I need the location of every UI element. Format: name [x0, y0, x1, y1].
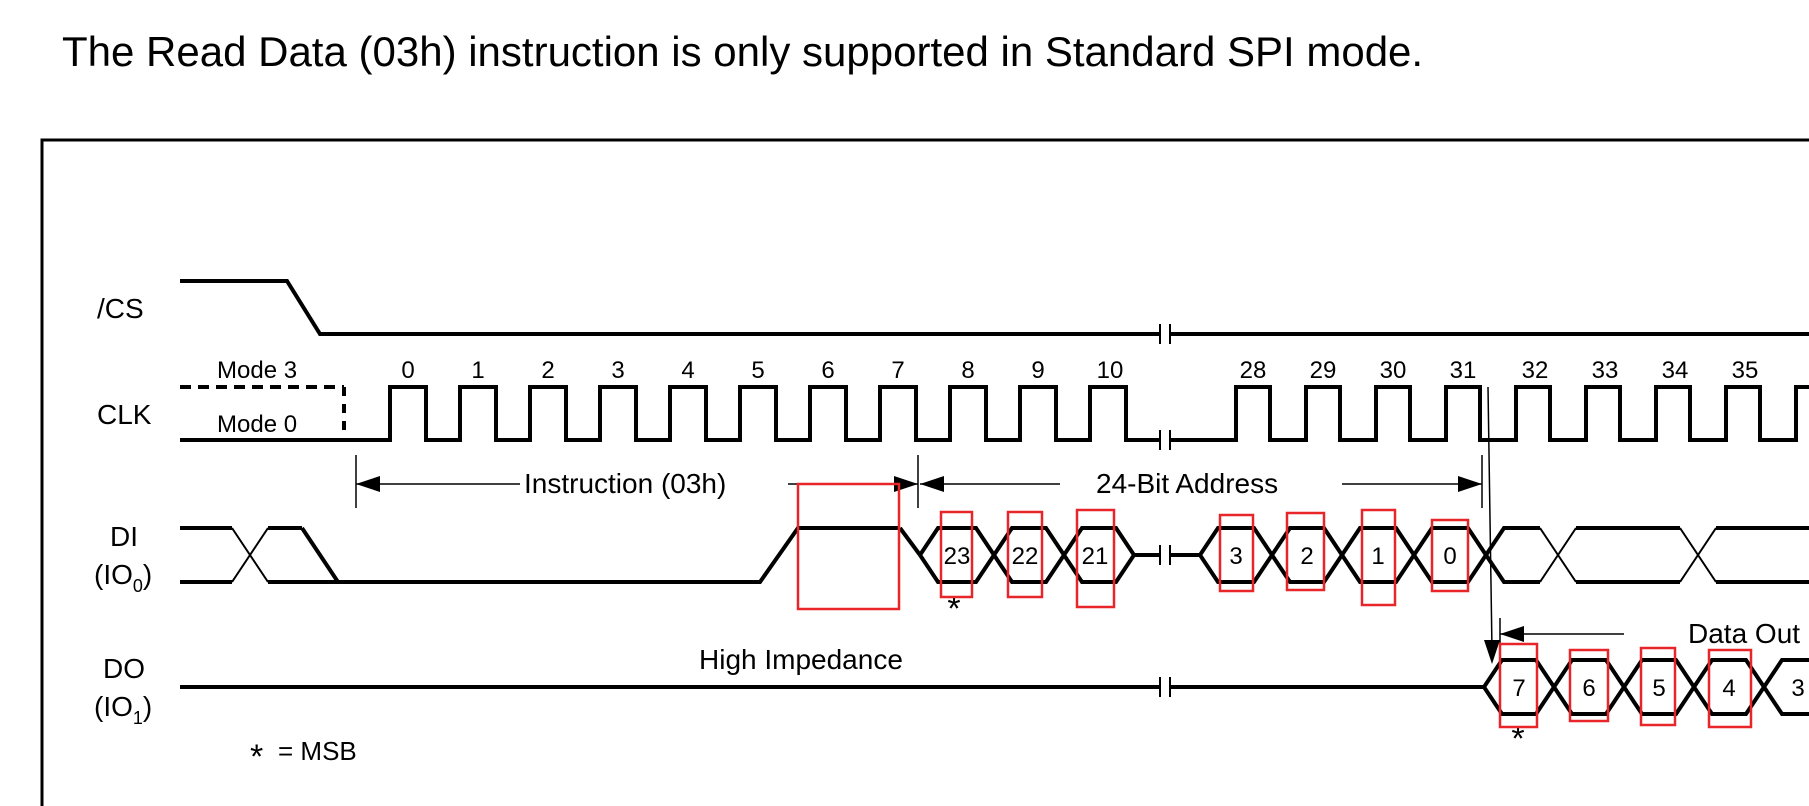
- highlight-di-0: [1430, 518, 1470, 593]
- clk-num-31: 31: [1450, 357, 1477, 384]
- di-pin-label: (IO0): [94, 559, 152, 596]
- di-waveform: [180, 526, 1809, 584]
- highlight-di-21: [1075, 508, 1116, 609]
- clk-num-0: 0: [401, 357, 414, 384]
- address-arrowhead-right: [1458, 476, 1482, 492]
- clock-cycle-labels: 0 1 2 3 4 5 6 7 8 9 10 28 29 30 31 32 33…: [401, 357, 1758, 384]
- clk-num-10: 10: [1097, 357, 1124, 384]
- address-label: 24-Bit Address: [1096, 468, 1278, 499]
- instruction-label: Instruction (03h): [524, 468, 726, 499]
- high-impedance-label: High Impedance: [699, 644, 903, 675]
- di-bit-labels: 23 22 21 3 2 1 0: [944, 543, 1457, 570]
- do-pin-label: (IO1): [94, 691, 152, 728]
- do-bit-7: 7: [1512, 675, 1525, 702]
- clk-num-28: 28: [1240, 357, 1267, 384]
- clk-num-4: 4: [681, 357, 694, 384]
- highlight-instruction-end: [796, 482, 901, 611]
- do-bit-labels: 7 6 5 4 3: [1512, 675, 1804, 702]
- do-bit-4: 4: [1722, 675, 1735, 702]
- highlight-di-3: [1218, 513, 1255, 593]
- clk-to-do-arrowhead: [1484, 640, 1500, 664]
- diagram-frame: [40, 138, 1809, 806]
- di-bit-21: 21: [1082, 543, 1109, 570]
- clk-num-35: 35: [1732, 357, 1759, 384]
- di-bit-1: 1: [1371, 543, 1384, 570]
- data-out-arrowhead: [1500, 626, 1524, 642]
- cs-label: /CS: [97, 293, 144, 324]
- clk-num-29: 29: [1310, 357, 1337, 384]
- clk-num-5: 5: [751, 357, 764, 384]
- di-msb-asterisk: *: [947, 590, 960, 628]
- msb-legend-asterisk: *: [250, 738, 263, 776]
- di-bit-3: 3: [1229, 543, 1242, 570]
- caption: The Read Data (03h) instruction is only …: [62, 28, 1424, 75]
- instruction-arrowhead-left: [356, 476, 380, 492]
- clk-num-3: 3: [611, 357, 624, 384]
- cs-waveform: [180, 279, 1160, 336]
- do-bit-6: 6: [1582, 675, 1595, 702]
- clk-num-9: 9: [1031, 357, 1044, 384]
- clk-label: CLK: [97, 399, 152, 430]
- clk-waveform-part2: [1170, 385, 1809, 442]
- do-label: DO: [103, 653, 145, 684]
- msb-legend-text: = MSB: [278, 736, 357, 766]
- highlight-di-22: [1006, 510, 1044, 599]
- do-highlight-boxes: [1498, 642, 1753, 729]
- mode3-label: Mode 3: [217, 357, 297, 384]
- data-out-label: Data Out: [1688, 618, 1800, 649]
- do-msb-asterisk: *: [1511, 720, 1524, 758]
- di-bit-0: 0: [1443, 543, 1456, 570]
- highlight-do-6: [1568, 648, 1610, 723]
- do-waveform: [1482, 658, 1809, 716]
- clk-num-34: 34: [1662, 357, 1689, 384]
- clk-num-32: 32: [1522, 357, 1549, 384]
- clk-num-8: 8: [961, 357, 974, 384]
- clk-num-30: 30: [1380, 357, 1407, 384]
- highlight-do-7: [1498, 642, 1539, 729]
- mode0-label: Mode 0: [217, 411, 297, 438]
- di-bit-22: 22: [1012, 543, 1039, 570]
- clk-num-7: 7: [891, 357, 904, 384]
- clk-num-33: 33: [1592, 357, 1619, 384]
- address-arrowhead-left: [920, 476, 944, 492]
- clk-num-2: 2: [541, 357, 554, 384]
- clk-num-6: 6: [821, 357, 834, 384]
- di-highlight-boxes: [796, 482, 1470, 611]
- highlight-do-5: [1639, 646, 1677, 727]
- di-label: DI: [110, 521, 138, 552]
- do-bit-3: 3: [1791, 675, 1804, 702]
- highlight-di-23: [939, 510, 974, 599]
- highlight-di-1: [1360, 508, 1397, 607]
- clk-num-1: 1: [471, 357, 484, 384]
- highlight-di-2: [1285, 511, 1326, 592]
- clk-to-do-arrow: [1487, 386, 1493, 651]
- di-bit-23: 23: [944, 543, 971, 570]
- di-bit-2: 2: [1300, 543, 1313, 570]
- highlight-do-4: [1707, 648, 1753, 729]
- do-bit-5: 5: [1652, 675, 1665, 702]
- clk-waveform-part1: [180, 385, 1160, 442]
